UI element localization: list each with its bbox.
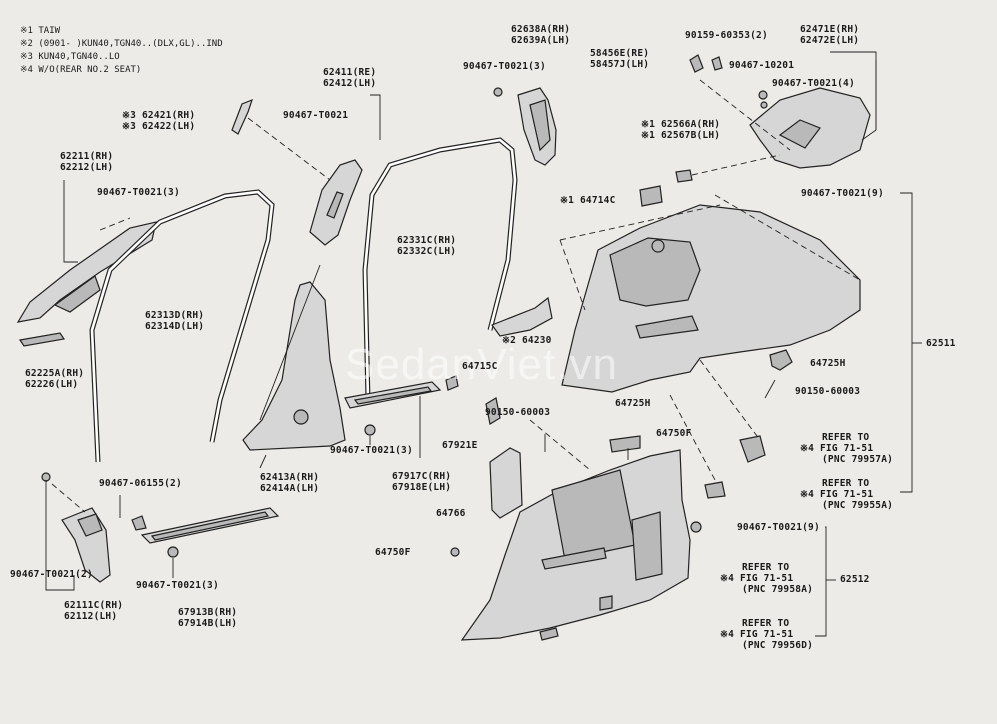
note-2: ※2 (0901- )KUN40,TGN40..(DLX,GL)..IND <box>20 39 223 49</box>
bracket-64230 <box>491 296 553 337</box>
label-64725h-b: 64725H <box>615 398 651 409</box>
label-90150-a: 90150-60003 <box>795 386 861 397</box>
label-64750f-b: 64750F <box>375 547 411 558</box>
label-64230: ※2 64230 <box>502 335 552 346</box>
label-90467-e: 90467-T0021(9) <box>801 188 884 199</box>
watermark: SedanViet.vn <box>345 340 618 389</box>
note-3: ※3 KUN40,TGN40..LO <box>20 52 120 62</box>
label-62638: 62638A(RH)62639A(LH) <box>511 24 571 46</box>
label-64766: 64766 <box>436 508 466 519</box>
label-62566: ※1 62566A(RH)※1 62567B(LH) <box>641 119 721 141</box>
pillar-clip <box>18 332 66 347</box>
label-refer-4: REFER TO※4 FIG 71-51(PNC 79956D) <box>720 618 814 651</box>
label-62413: 62413A(RH)62414A(LH) <box>260 472 320 494</box>
label-62512: 62512 <box>840 574 870 585</box>
label-67913: 67913B(RH)67914B(LH) <box>178 607 238 629</box>
label-62211: 62211(RH)62212(LH) <box>60 151 114 173</box>
label-90467-h: 90467-T0021(2) <box>10 569 93 580</box>
label-90467-a: 90467-T0021(3) <box>97 187 180 198</box>
label-62225: 62225A(RH)62226(LH) <box>25 368 85 390</box>
label-64750f: 64750F <box>656 428 692 439</box>
label-90159: 90159-60353(2) <box>685 30 768 41</box>
belt-guide-clip <box>231 98 253 135</box>
label-64714: ※1 64714C <box>560 195 616 206</box>
label-58456: 58456E(RE)58457J(LH) <box>590 48 650 70</box>
label-90467-10201: 90467-10201 <box>729 60 795 71</box>
label-64715: 64715C <box>462 361 498 372</box>
label-67917: 67917C(RH)67918E(LH) <box>392 471 452 493</box>
label-90467-g: 90467-T0021(9) <box>737 522 820 533</box>
label-62511: 62511 <box>926 338 956 349</box>
label-90467-i: 90467-T0021(3) <box>136 580 219 591</box>
side-cover <box>675 169 693 183</box>
label-90467-b: 90467-T0021 <box>283 110 349 121</box>
label-62471: 62471E(RH)62472E(LH) <box>800 24 860 46</box>
label-62421: ※3 62421(RH)※3 62422(LH) <box>122 110 196 132</box>
label-90467-c: 90467-T0021(3) <box>463 61 546 72</box>
speaker-grille <box>489 447 523 519</box>
note-1: ※1 TAIW <box>20 26 61 36</box>
center-pillar-lower <box>242 281 346 451</box>
label-refer-3: REFER TO※4 FIG 71-51(PNC 79958A) <box>720 562 814 595</box>
label-refer-2: REFER TO※4 FIG 71-51(PNC 79955A) <box>800 478 894 511</box>
label-90467-d: 90467-T0021(4) <box>772 78 855 89</box>
label-62313: 62313D(RH)62314D(LH) <box>145 310 205 332</box>
label-64725h-a: 64725H <box>810 358 846 369</box>
label-62111: 62111C(RH)62112(LH) <box>64 600 124 622</box>
label-62411: 62411(RE)62412(LH) <box>323 67 377 89</box>
label-67921: 67921E <box>442 440 478 451</box>
front-pillar-trim <box>16 221 157 323</box>
label-refer-1: REFER TO※4 FIG 71-51(PNC 79957A) <box>800 432 894 465</box>
label-90150-b: 90150-60003 <box>485 407 551 418</box>
label-62331: 62331C(RH)62332C(LH) <box>397 235 457 257</box>
label-90467-f: 90467-T0021(3) <box>330 445 413 456</box>
label-90467-06155: 90467-06155(2) <box>99 478 182 489</box>
note-4: ※4 W/O(REAR NO.2 SEAT) <box>20 65 142 75</box>
